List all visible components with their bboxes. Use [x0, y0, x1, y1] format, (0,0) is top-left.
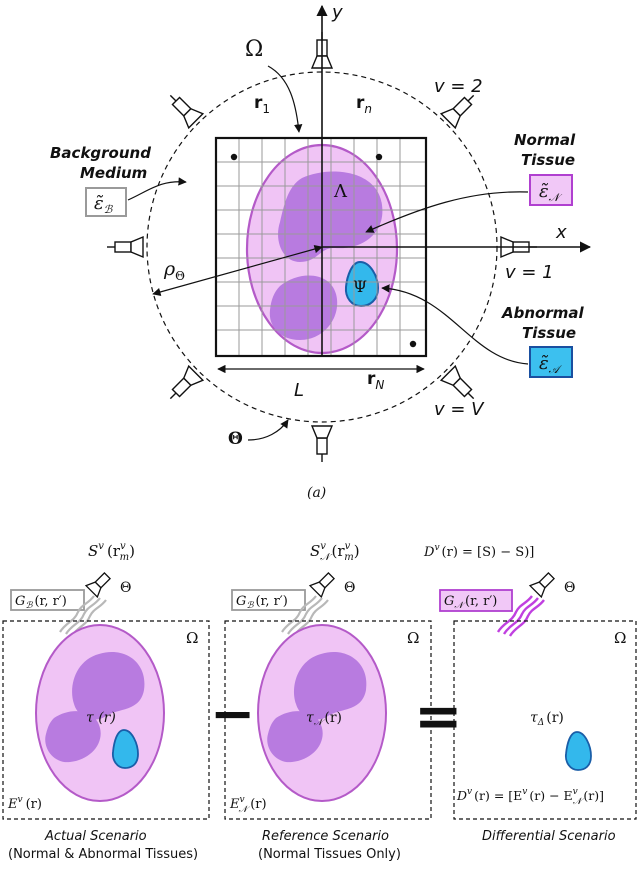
normal-tissue-arrow [365, 191, 529, 233]
actual-G-label: Gℬ(r, r′) [15, 594, 67, 611]
reference-tau-label: τ𝒩(r) [306, 710, 342, 728]
antenna-icon [84, 572, 111, 599]
normal-tissue-title-2: Tissue [521, 151, 575, 169]
actual-omega-label: Ω [186, 629, 198, 647]
eps-A-box [529, 346, 573, 378]
lambda-label: Λ [333, 181, 348, 202]
antenna-icon [162, 87, 204, 129]
eps-N-label: ε̃𝒩 [539, 181, 563, 204]
reference-omega-label: Ω [407, 629, 419, 647]
actual-G-box [10, 589, 85, 611]
actual-abnormal-blob [112, 729, 139, 769]
y-axis-label: y [331, 2, 343, 23]
label-rN: rN [367, 369, 384, 392]
label-r1: r1 [254, 93, 270, 116]
differential-G-label: G𝒩(r, r′) [444, 594, 497, 611]
differential-caption-1: Differential Scenario [482, 829, 616, 844]
omega-label: Ω [245, 37, 263, 62]
label-rn: rn [356, 93, 372, 116]
eps-B-label: ε̃ℬ [94, 193, 114, 216]
reference-theta-label: Θ [344, 580, 355, 596]
reference-caption-1: Reference Scenario [262, 829, 389, 844]
differential-scenario: Dv(r) = [S) − S)] Θ G𝒩(r, r′) Ω τΔ(r) Dv… [423, 543, 637, 844]
abnormal-tissue-arrow [381, 284, 529, 365]
differential-domain-box [453, 620, 637, 820]
differential-theta-label: Θ [564, 580, 575, 596]
differential-G-box [439, 589, 513, 612]
v2-label: v = 2 [434, 76, 483, 97]
eps-N-box [529, 174, 573, 206]
point-rN [409, 340, 417, 348]
equals-sign: = [414, 682, 463, 750]
differential-D-top-label: Dv(r) = [S) − S)] [423, 543, 534, 560]
antenna-icon [311, 425, 333, 463]
abnormal-tissue-title-2: Tissue [522, 324, 576, 342]
background-arrow [127, 177, 187, 201]
omega-arrow [267, 65, 303, 133]
actual-wave [59, 595, 107, 637]
v1-label: v = 1 [505, 262, 554, 283]
actual-domain-box [2, 620, 210, 820]
antenna-icon [106, 236, 144, 258]
differential-abnormal-blob [565, 731, 592, 771]
antenna-icon [528, 572, 555, 599]
vV-label: v = V [434, 399, 485, 420]
panel-a: y x r1 rn rN Ω Λ Ψ ρΘ L Θ v = 2 v = 1 v … [50, 2, 592, 501]
differential-omega-label: Ω [614, 629, 626, 647]
theta-label: Θ [228, 429, 243, 449]
psi-label: Ψ [353, 277, 367, 296]
actual-theta-label: Θ [120, 580, 131, 596]
reference-domain-box [224, 620, 432, 820]
reference-G-box [231, 589, 306, 611]
eps-B-box [85, 187, 127, 217]
tissue-blob-upper [278, 171, 383, 262]
background-medium-title-2: Medium [80, 164, 147, 182]
differential-tau-label: τΔ(r) [530, 710, 564, 728]
abnormal-tissue-title-1: Abnormal [501, 304, 584, 322]
rho-radius-arrow [152, 244, 323, 297]
antenna-icon [162, 365, 204, 407]
reference-wave [281, 595, 329, 637]
actual-E-label: Ev(r) [7, 795, 42, 812]
reference-caption-2: (Normal Tissues Only) [258, 847, 401, 862]
theta-arrow [247, 419, 289, 441]
panel-a-caption: (a) [307, 485, 326, 501]
minus-sign: − [210, 682, 255, 745]
point-rn [375, 153, 383, 161]
antenna-icon [308, 572, 335, 599]
differential-wave [496, 595, 545, 637]
actual-caption-1: Actual Scenario [44, 829, 147, 844]
actual-tau-label: τ (r) [86, 710, 116, 726]
point-r1 [230, 153, 238, 161]
L-label: L [294, 380, 304, 401]
actual-caption-2: (Normal & Abnormal Tissues) [8, 847, 198, 862]
rho-label: ρΘ [163, 258, 185, 283]
background-medium-title-1: Background [50, 144, 151, 162]
normal-tissue-title-1: Normal [514, 131, 576, 149]
x-axis-label: x [555, 222, 567, 243]
reference-G-label: Gℬ(r, r′) [236, 594, 288, 611]
